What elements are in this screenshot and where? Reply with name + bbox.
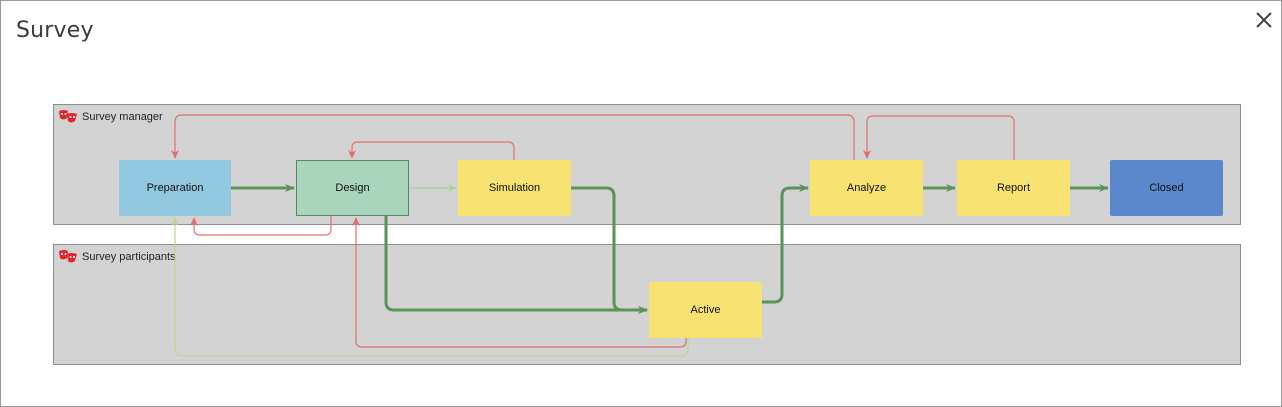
dialog-title: Survey bbox=[16, 18, 94, 43]
node-active[interactable]: Active bbox=[649, 282, 762, 338]
lane-header: Survey manager bbox=[58, 109, 163, 125]
lane-header: Survey participants bbox=[58, 249, 176, 265]
connector-active-design bbox=[352, 217, 687, 348]
theater-masks-icon bbox=[59, 110, 77, 123]
node-label: Closed bbox=[1149, 182, 1184, 194]
node-design[interactable]: Design bbox=[296, 160, 409, 216]
lane-label: Survey manager bbox=[82, 111, 163, 123]
node-simulation[interactable]: Simulation bbox=[458, 160, 571, 216]
close-icon bbox=[1256, 12, 1272, 28]
node-report[interactable]: Report bbox=[957, 160, 1070, 216]
node-label: Active bbox=[690, 304, 721, 316]
connector-simulation-active bbox=[571, 186, 648, 314]
theater-masks-icon bbox=[59, 250, 77, 263]
node-label: Preparation bbox=[146, 182, 204, 194]
lane-label: Survey participants bbox=[82, 251, 176, 263]
connector-simulation-design bbox=[348, 141, 515, 160]
connector-active-analyze bbox=[762, 184, 809, 304]
connector-report-analyze bbox=[863, 115, 1015, 160]
lane-survey-participants: Survey participants bbox=[53, 244, 1241, 365]
node-label: Report bbox=[996, 182, 1031, 194]
connector-active-preparation bbox=[171, 217, 689, 357]
node-label: Analyze bbox=[846, 182, 887, 194]
connector-design-active bbox=[384, 216, 648, 314]
node-preparation[interactable]: Preparation bbox=[119, 160, 231, 216]
close-button[interactable] bbox=[1253, 9, 1275, 31]
connector-analyze-preparation bbox=[171, 114, 855, 160]
node-label: Simulation bbox=[488, 182, 541, 194]
node-analyze[interactable]: Analyze bbox=[810, 160, 923, 216]
node-closed[interactable]: Closed bbox=[1110, 160, 1223, 216]
connector-design-preparation bbox=[190, 216, 332, 236]
node-label: Design bbox=[335, 182, 370, 194]
